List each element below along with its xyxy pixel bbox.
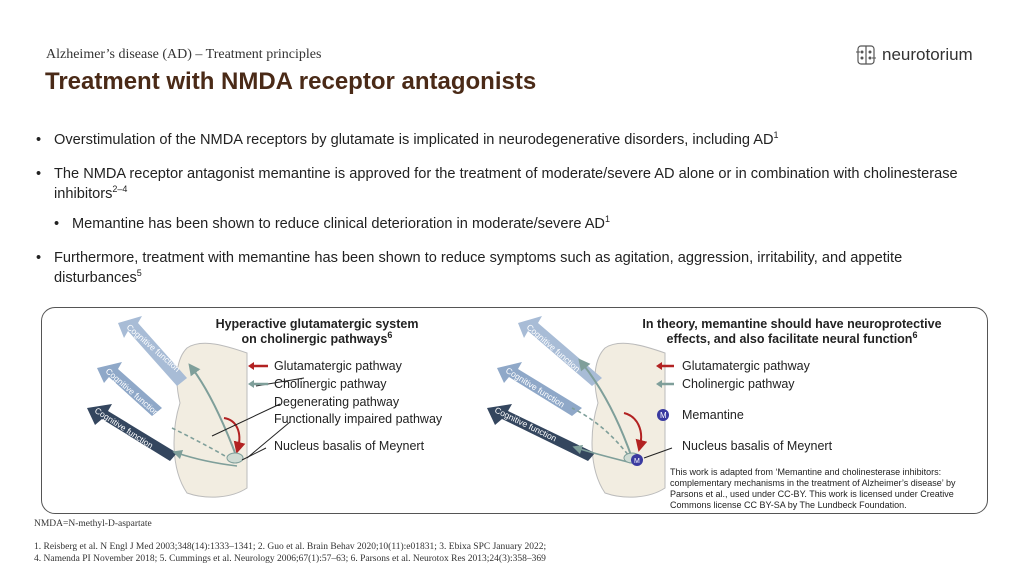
- heading-line: on cholinergic pathways: [241, 332, 388, 346]
- cognitive-label: Cognitive function: [493, 405, 558, 444]
- memantine-marker-diagram: [631, 454, 643, 466]
- reference-line: 4. Namenda PI November 2018; 5. Cummings…: [34, 554, 546, 564]
- cognitive-arrow-mid: [497, 362, 582, 416]
- legend-degenerating-left: Degenerating pathway: [274, 395, 400, 409]
- bullet-text: Overstimulation of the NMDA receptors by…: [54, 132, 774, 148]
- right-figure-heading: In theory, memantine should have neuropr…: [612, 317, 972, 347]
- cholinergic-pathway-right-2: [571, 407, 633, 461]
- abbreviation-note: NMDA=N-methyl-D-aspartate: [34, 519, 152, 529]
- cognitive-label: Cognitive function: [125, 322, 183, 374]
- figure-illustration: Cognitive function Cognitive function Co…: [87, 316, 674, 498]
- cognitive-label: Cognitive function: [525, 322, 583, 374]
- reference-marker: 1: [604, 214, 610, 225]
- cognitive-arrow-light: [118, 316, 187, 386]
- legend-memantine-right: Memantine: [682, 408, 744, 422]
- bullet-text: Memantine has been shown to reduce clini…: [72, 216, 605, 232]
- legend-cholinergic-right: Cholinergic pathway: [682, 377, 795, 391]
- cholinergic-pathway-right: [578, 358, 633, 459]
- left-figure-heading: Hyperactive glutamatergic system on chol…: [202, 317, 432, 347]
- legend-impaired-left: Functionally impaired pathway: [274, 412, 443, 426]
- bullet-item: Overstimulation of the NMDA receptors by…: [34, 130, 994, 150]
- memantine-symbol-diagram: M: [634, 458, 640, 465]
- impaired-pathway-left: [172, 449, 238, 467]
- page-title: Treatment with NMDA receptor antagonists: [45, 68, 537, 95]
- legend-cholinergic-left: Cholinergic pathway: [274, 377, 387, 391]
- heading-line: In theory, memantine should have neuropr…: [642, 317, 942, 331]
- bullet-text: Furthermore, treatment with memantine ha…: [54, 250, 903, 286]
- memantine-legend-symbol: [657, 409, 669, 421]
- sub-bullet-item: Memantine has been shown to reduce clini…: [52, 214, 994, 234]
- reference-line: 1. Reisberg et al. N Engl J Med 2003;348…: [34, 542, 547, 552]
- section-subtitle: Alzheimer’s disease (AD) – Treatment pri…: [46, 47, 322, 62]
- reference-marker: 5: [136, 268, 142, 279]
- left-diagram: [87, 316, 305, 498]
- cognitive-arrow-dark: [87, 404, 177, 461]
- figure-panel: Cognitive function Cognitive function Co…: [41, 307, 988, 514]
- leader-line: [211, 403, 281, 437]
- heading-line: Hyperactive glutamatergic system: [215, 317, 419, 331]
- image-credit: This work is adapted from ‘Memantine and…: [670, 467, 956, 510]
- leader-line: [643, 447, 673, 459]
- leader-line: [246, 421, 291, 459]
- bullet-item: Furthermore, treatment with memantine ha…: [34, 248, 994, 288]
- references: 1. Reisberg et al. N Engl J Med 2003;348…: [34, 541, 546, 565]
- bullet-item: The NMDA receptor antagonist memantine i…: [34, 164, 994, 204]
- cognitive-label: Cognitive function: [104, 366, 162, 418]
- legend-glutamatergic-right: Glutamatergic pathway: [682, 359, 810, 373]
- glutamatergic-pathway-left: [223, 417, 246, 454]
- reference-marker: 6: [912, 329, 918, 340]
- memantine-symbol-legend: M: [660, 411, 667, 420]
- brain-circuit-icon: [856, 45, 876, 65]
- heading-line: effects, and also facilitate neural func…: [666, 332, 913, 346]
- logo: neurotorium: [856, 44, 973, 66]
- cognitive-label: Cognitive function: [504, 365, 567, 409]
- cognitive-arrow-mid: [97, 362, 162, 416]
- leader-line: [241, 447, 267, 461]
- cholinergic-pathway-left: [188, 363, 238, 459]
- cognitive-arrow-dark: [487, 404, 595, 461]
- reference-marker: 2–4: [112, 184, 128, 195]
- logo-text: neurotorium: [882, 45, 973, 64]
- legend-nucleus-left: Nucleus basalis of Meynert: [274, 439, 425, 453]
- legend-glutamatergic-left: Glutamatergic pathway: [274, 359, 402, 373]
- nucleus-basalis-left: [226, 452, 244, 464]
- cognitive-label: Cognitive function: [93, 405, 155, 450]
- reference-marker: 1: [773, 130, 779, 141]
- right-diagram: [487, 316, 674, 498]
- glutamatergic-pathway-right: [623, 412, 648, 452]
- bullet-text: The NMDA receptor antagonist memantine i…: [54, 166, 958, 202]
- reference-marker: 6: [387, 329, 393, 340]
- legend-nucleus-right: Nucleus basalis of Meynert: [682, 439, 833, 453]
- brain-section-right: [591, 342, 666, 498]
- bullet-list: Overstimulation of the NMDA receptors by…: [34, 130, 994, 302]
- brain-section-left: [173, 342, 248, 498]
